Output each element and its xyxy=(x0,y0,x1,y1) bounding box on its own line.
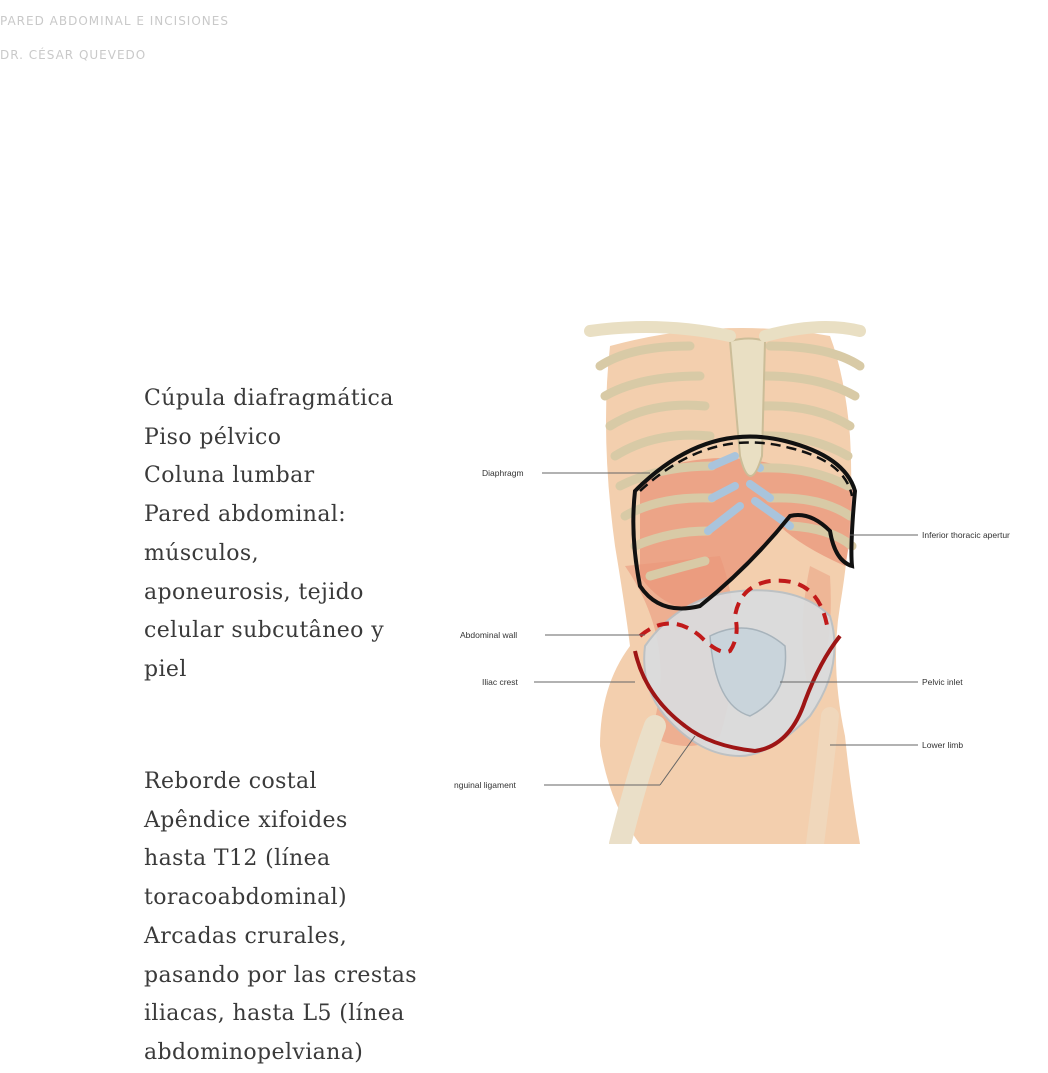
pelvic-brim-outline xyxy=(633,634,842,754)
list-line: toracoabdominal) xyxy=(144,885,348,911)
clavicle-right xyxy=(759,321,866,342)
inferior-thoracic-aperture-outline xyxy=(631,434,858,611)
list-line: pasando por las crestas xyxy=(144,962,417,988)
header: PARED ABDOMINAL E INCISIONES DR. CÉSAR Q… xyxy=(0,4,229,72)
list-line: Cúpula diafragmática xyxy=(144,386,394,411)
list-line: piel xyxy=(144,656,187,682)
label-pelvic-inlet: Pelvic inlet xyxy=(922,677,963,687)
presentation-title: PARED ABDOMINAL E INCISIONES xyxy=(0,14,229,28)
list-line: Apêndice xifoides xyxy=(144,807,348,833)
limits-list: Cúpula diafragmática Piso pélvico Coluna… xyxy=(144,380,394,690)
label-iliac-crest: Iliac crest xyxy=(482,677,518,687)
list-line: celular subcutâneo y xyxy=(144,618,385,644)
label-diaphragm: Diaphragm xyxy=(482,468,524,478)
femur-right xyxy=(806,707,839,844)
abdominal-wall-dashed xyxy=(638,578,830,654)
label-inferior-thoracic-aperture: Inferior thoracic apertur xyxy=(922,530,1010,540)
rib-cage xyxy=(595,341,865,581)
list-line: Arcadas crurales, xyxy=(144,923,348,949)
leader-lines xyxy=(534,472,918,786)
label-lower-limb: Lower limb xyxy=(922,740,964,750)
boundaries-list: Reborde costal Apêndice xifoides hasta T… xyxy=(144,763,417,1073)
label-inguinal-ligament: nguinal ligament xyxy=(454,780,516,790)
list-line: Coluna lumbar xyxy=(144,463,315,489)
list-line: abdominopelviana) xyxy=(144,1039,364,1065)
femur-left xyxy=(609,715,666,844)
list-line: músculos, xyxy=(144,540,259,566)
diaphragm-dome xyxy=(639,441,854,497)
clavicle-left xyxy=(584,321,736,342)
list-line: Piso pélvico xyxy=(144,424,282,450)
list-line: Reborde costal xyxy=(144,769,317,794)
list-line: aponeurosis, tejido xyxy=(144,579,364,605)
list-line: hasta T12 (línea xyxy=(144,846,331,872)
presenter-name: DR. CÉSAR QUEVEDO xyxy=(0,48,147,62)
list-line: Pared abdominal: xyxy=(144,502,347,528)
label-abdominal-wall: Abdominal wall xyxy=(460,630,518,640)
anatomy-illustration: Diaphragm Inferior thoracic apertur Abdo… xyxy=(450,316,1048,844)
anatomy-svg xyxy=(534,321,918,844)
list-line: iliacas, hasta L5 (línea xyxy=(144,1001,405,1027)
